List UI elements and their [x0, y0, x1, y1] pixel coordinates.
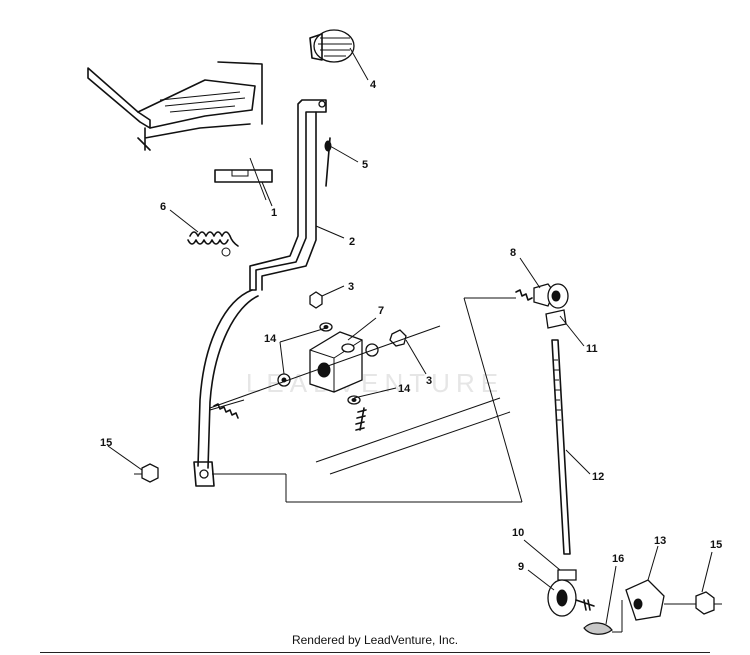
label-part-3-upper: 3 [348, 281, 354, 293]
label-part-15-left: 15 [100, 437, 112, 449]
part-8-ball-joint [515, 283, 569, 309]
label-part-3-right: 3 [426, 375, 432, 387]
part-13-bracket [625, 579, 696, 621]
leader-lines [107, 47, 713, 625]
label-part-4: 4 [370, 79, 377, 91]
part-5-pin [324, 137, 332, 187]
label-part-6: 6 [160, 201, 166, 213]
part-14-washer-upper [319, 322, 333, 332]
part-6-spring [187, 231, 239, 257]
label-part-12: 12 [592, 471, 604, 483]
part-2-lever [249, 99, 327, 291]
part-9-ball-joint [547, 579, 595, 617]
part-10-nut [557, 569, 577, 581]
label-part-9: 9 [518, 561, 524, 573]
label-part-15-right: 15 [710, 539, 722, 551]
part-12-rod [551, 339, 571, 555]
footer-credit: Rendered by LeadVenture, Inc. [291, 633, 459, 647]
part-15-nut-left [141, 463, 159, 483]
part-4-knob [309, 29, 355, 63]
label-part-2: 2 [349, 236, 355, 248]
label-part-16: 16 [612, 553, 624, 565]
label-part-14-lower: 14 [398, 383, 411, 395]
part-15-nut-right [695, 591, 722, 615]
label-part-7: 7 [378, 305, 384, 317]
label-part-11: 11 [586, 343, 598, 355]
part-1-bracket [87, 61, 273, 201]
part-3-nut-right [365, 329, 407, 357]
reference-lines [134, 297, 523, 503]
part-16-clip [583, 600, 623, 635]
label-part-14-upper: 14 [264, 333, 277, 345]
label-part-5: 5 [362, 159, 368, 171]
footer-divider [40, 652, 710, 653]
part-7-block [309, 331, 367, 431]
label-part-10: 10 [512, 527, 524, 539]
label-part-8: 8 [510, 247, 516, 259]
label-part-13: 13 [654, 535, 666, 547]
part-3-nut-upper [309, 291, 323, 309]
curved-rod [193, 289, 259, 487]
label-part-1: 1 [271, 207, 277, 219]
part-14-washer-lower [347, 395, 361, 405]
